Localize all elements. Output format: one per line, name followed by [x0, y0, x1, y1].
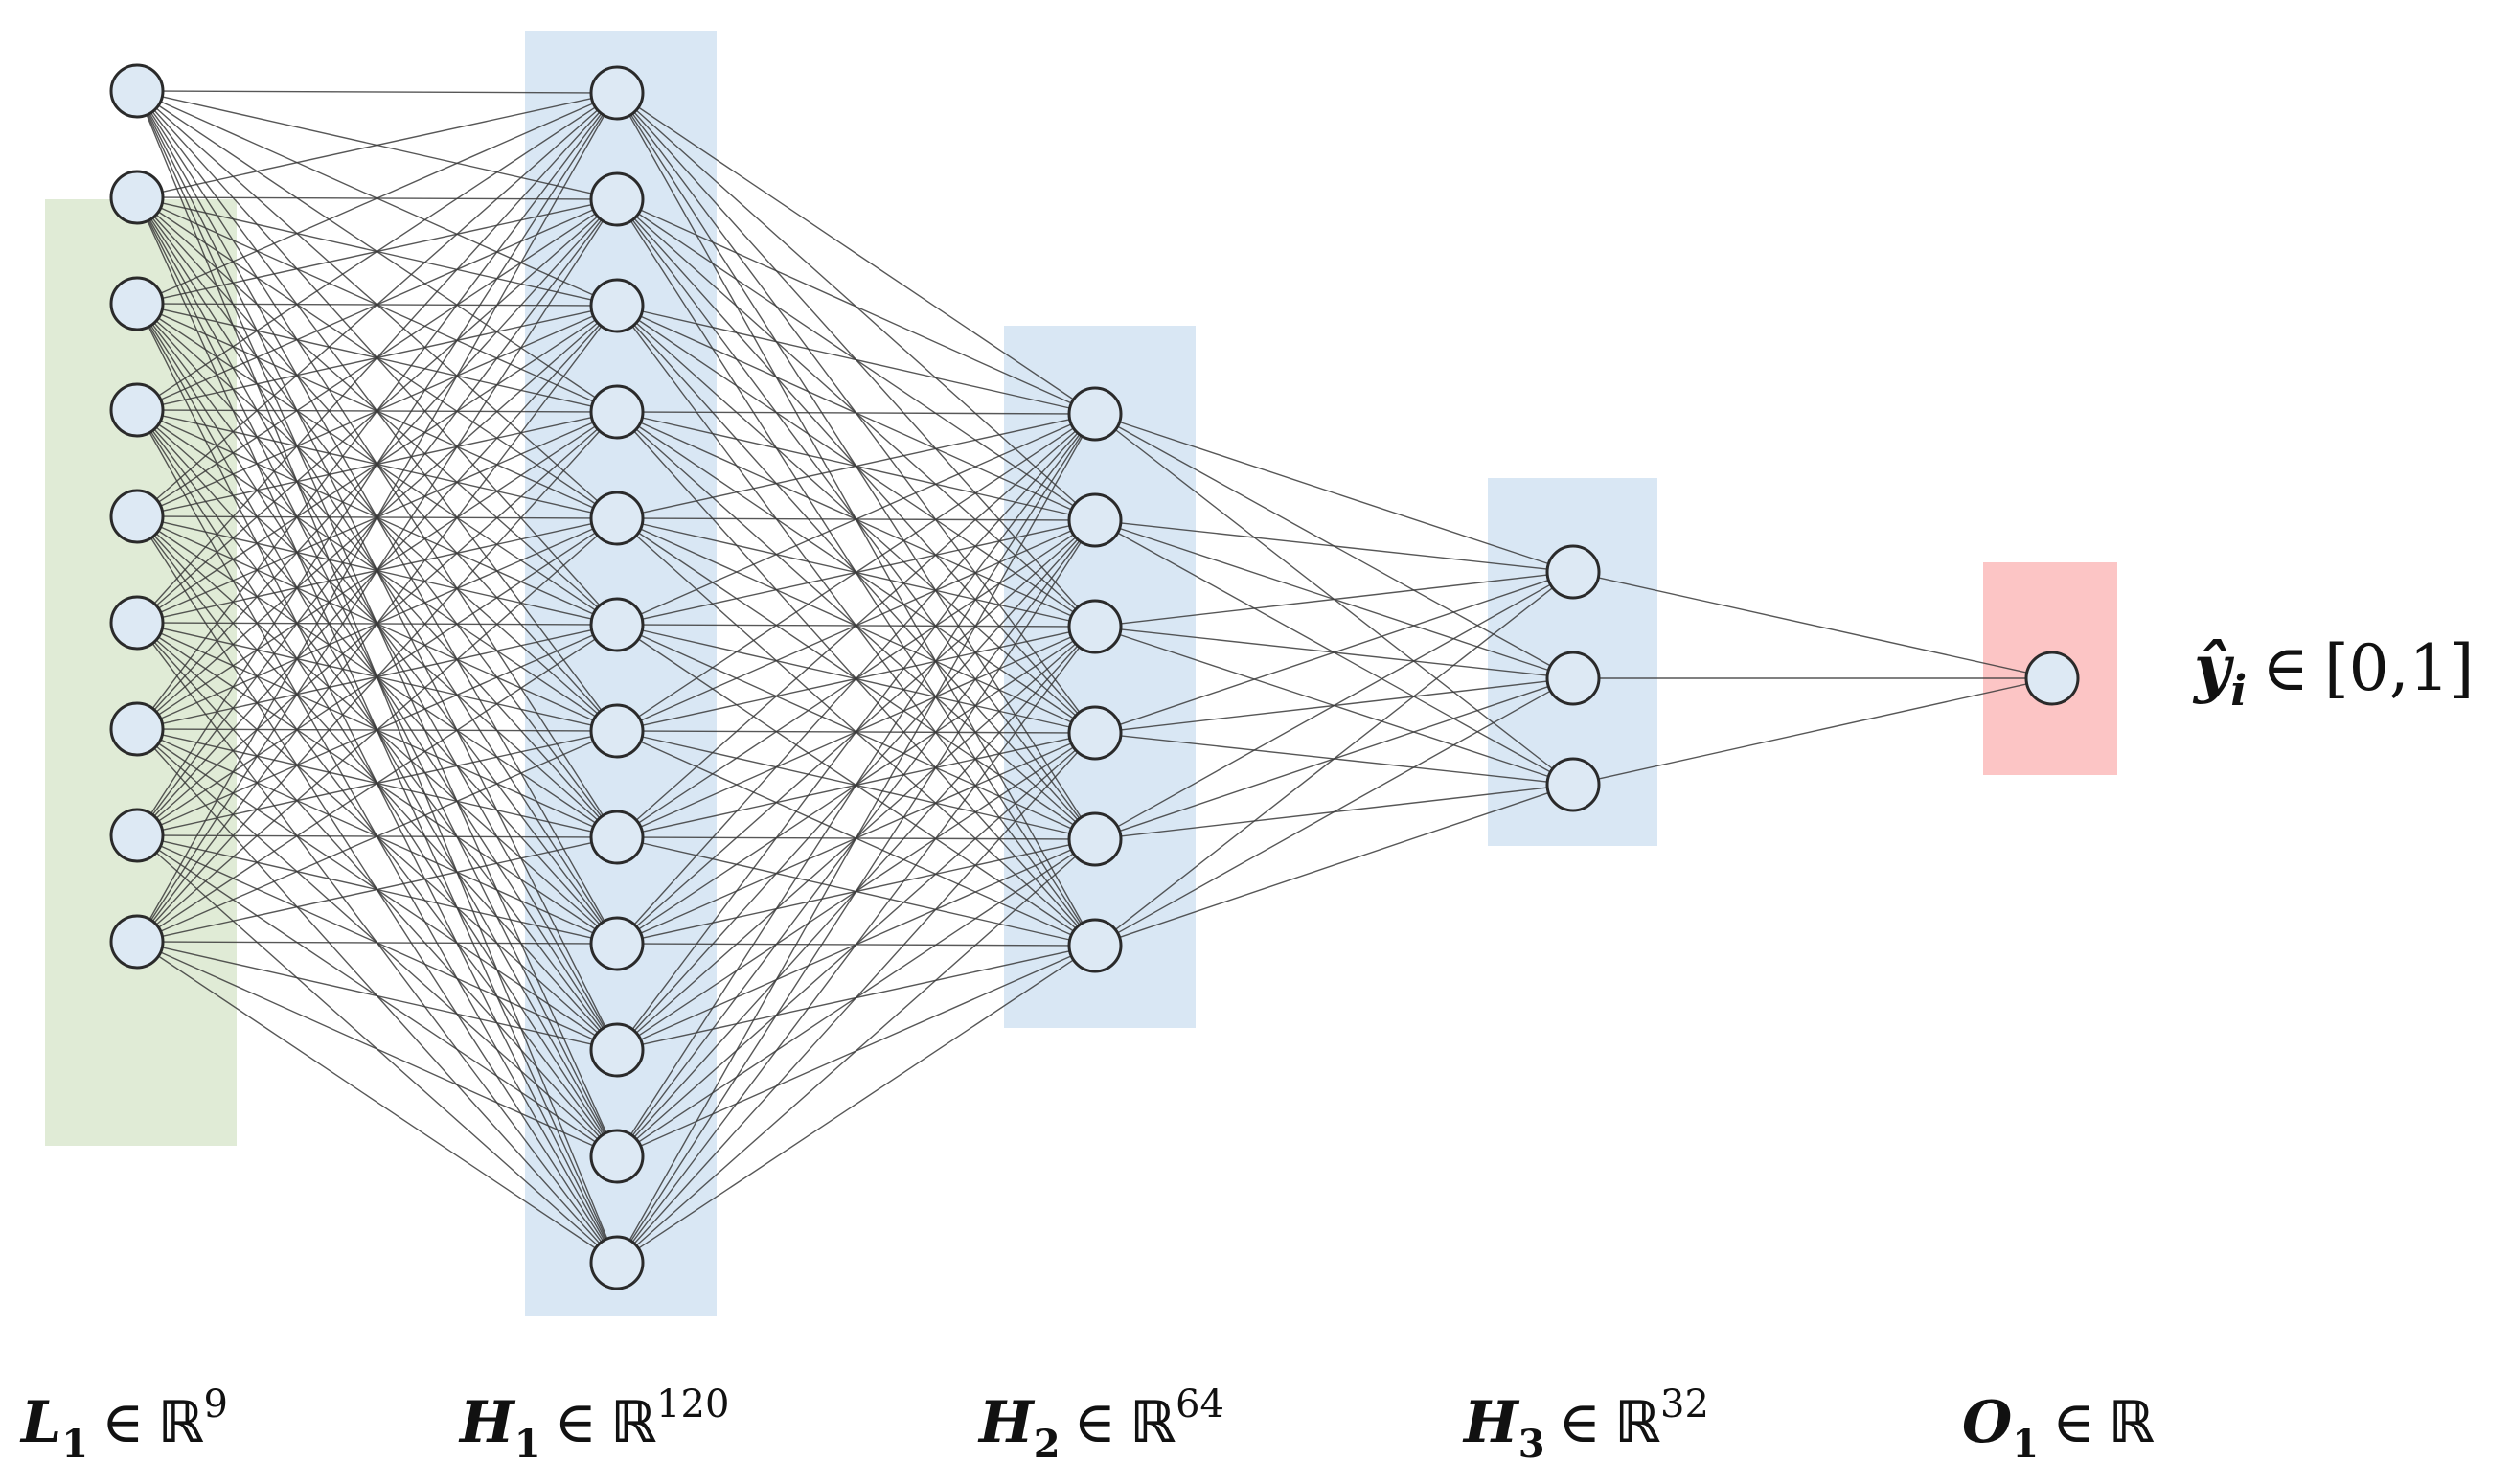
- connection-edge: [630, 435, 1082, 1135]
- connection-edge: [1120, 574, 1548, 625]
- connections: [146, 90, 2027, 1249]
- neuron-h1: [589, 916, 645, 971]
- layer-band-l1: [45, 199, 237, 1146]
- connection-edge: [150, 114, 604, 814]
- neuron-h3: [1545, 757, 1601, 812]
- layer-label-h3: H3∈ℝ32: [1462, 1382, 1709, 1467]
- neuron-l1: [109, 276, 165, 331]
- connection-edge: [1114, 587, 1554, 930]
- layer-label-l1: L1∈ℝ9: [19, 1382, 228, 1467]
- connection-edge: [628, 436, 1084, 1241]
- connection-edge: [160, 951, 594, 1147]
- neuron-h2: [1067, 599, 1123, 654]
- neuron-o1: [2024, 651, 2080, 706]
- neuron-h1: [589, 491, 645, 546]
- neuron-l1: [109, 170, 165, 225]
- connection-edge: [148, 115, 605, 920]
- neuron-h1: [589, 1129, 645, 1184]
- connection-edge: [153, 111, 601, 605]
- connection-edge: [1119, 421, 1549, 565]
- neuron-l1: [109, 701, 165, 757]
- connection-edge: [1119, 579, 1549, 726]
- connection-edge: [642, 419, 1070, 514]
- connection-edge: [638, 427, 1074, 718]
- connection-edge: [640, 209, 1072, 404]
- neuron-h1: [589, 1022, 645, 1078]
- neuron-h2: [1067, 918, 1123, 973]
- connection-edge: [158, 638, 596, 928]
- connection-edge: [162, 90, 592, 94]
- connection-edge: [633, 751, 1079, 1244]
- neuron-h3: [1545, 651, 1601, 706]
- connection-edge: [158, 955, 596, 1249]
- connection-edge: [1119, 791, 1549, 939]
- connection-edge: [1117, 690, 1551, 934]
- layer-label-h1: H1∈ℝ120: [458, 1382, 729, 1467]
- layer-bands: [45, 31, 2117, 1316]
- neuron-h1: [589, 171, 645, 227]
- connection-edge: [1598, 577, 2027, 674]
- connection-edge: [160, 741, 594, 932]
- neuron-l1: [109, 808, 165, 863]
- neuron-l1: [109, 382, 165, 438]
- connection-edge: [640, 423, 1072, 615]
- connection-edge: [151, 113, 603, 709]
- connection-edge: [162, 98, 592, 193]
- connection-edge: [633, 432, 1079, 925]
- connection-edge: [635, 856, 1077, 1246]
- neuron-h1: [589, 384, 645, 440]
- connection-edge: [630, 541, 1082, 1242]
- neuron-h1: [589, 597, 645, 652]
- connection-edge: [158, 106, 596, 397]
- connection-edge: [162, 941, 592, 945]
- connection-edge: [631, 434, 1081, 1030]
- layer-label-o1: O1∈ℝ: [1962, 1389, 2155, 1467]
- neuron-h2: [1067, 811, 1123, 867]
- connection-edge: [642, 310, 1070, 409]
- connection-edge: [1120, 522, 1548, 570]
- connection-edge: [1598, 683, 2027, 780]
- neuron-h1: [589, 278, 645, 333]
- neuron-h2: [1067, 492, 1123, 548]
- output-label: ŷi∈[0,1]: [2192, 630, 2474, 716]
- connection-edge: [155, 109, 599, 500]
- connection-edge: [162, 842, 592, 937]
- connection-edge: [150, 220, 604, 921]
- neuron-h2: [1067, 386, 1123, 442]
- connection-edge: [631, 647, 1081, 1243]
- connection-edge: [151, 326, 603, 922]
- neuron-h1: [589, 65, 645, 121]
- neuron-h2: [1067, 705, 1123, 761]
- connection-edge: [160, 103, 594, 294]
- neuron-l1: [109, 489, 165, 544]
- neuron-h1: [589, 810, 645, 865]
- connection-edge: [642, 411, 1070, 415]
- connection-edge: [638, 959, 1074, 1249]
- connection-edge: [162, 947, 592, 1045]
- connection-edge: [153, 430, 601, 924]
- connection-edge: [155, 535, 599, 925]
- connection-edge: [1117, 583, 1551, 828]
- neurons: [109, 63, 2080, 1290]
- neuron-l1: [109, 595, 165, 651]
- neuron-h1: [589, 703, 645, 759]
- neuron-l1: [109, 914, 165, 970]
- layer-band-h2: [1004, 326, 1196, 1028]
- layer-label-h2: H2∈ℝ64: [977, 1382, 1224, 1467]
- neuron-l1: [109, 63, 165, 119]
- connection-edge: [638, 106, 1074, 400]
- neuron-h1: [589, 1235, 645, 1290]
- neuron-h3: [1545, 544, 1601, 600]
- connection-edge: [635, 430, 1077, 821]
